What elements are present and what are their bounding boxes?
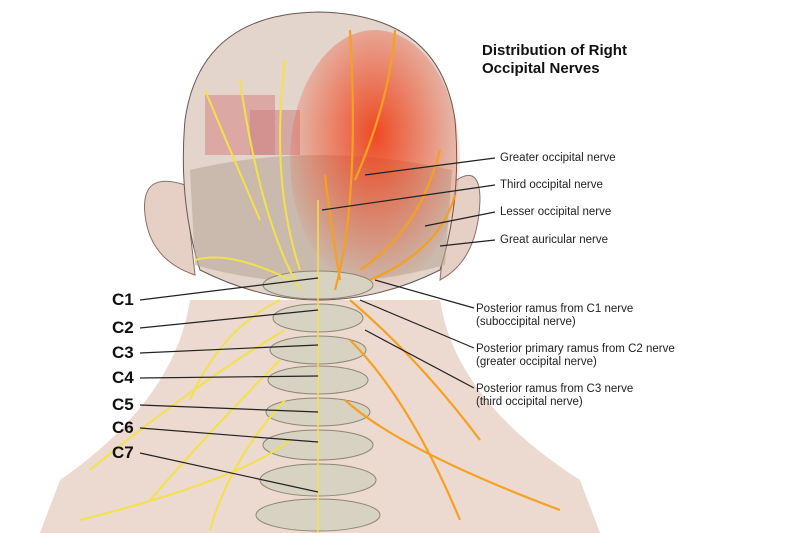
label-c1: C1 [112, 290, 134, 309]
leader-lines [139, 157, 496, 493]
title-line1: Distribution of Right [482, 42, 627, 59]
c1-ramus-line1: Posterior ramus from C1 nerve [476, 303, 634, 315]
c2-ramus-line1: Posterior primary ramus from C2 nerve [476, 343, 675, 355]
label-c6: C6 [112, 418, 134, 437]
c3-ramus-line2: (third occipital nerve) [476, 396, 583, 408]
label-c2-ramus: Posterior primary ramus from C2 nerve (g… [476, 343, 675, 369]
right-nerves [323, 29, 561, 521]
label-c3-ramus: Posterior ramus from C3 nerve (third occ… [476, 383, 633, 409]
c1-ramus-line2: (suboccipital nerve) [476, 316, 576, 328]
label-c2: C2 [112, 318, 134, 337]
label-c5: C5 [112, 395, 134, 414]
label-c4: C4 [112, 368, 134, 387]
label-third-occipital: Third occipital nerve [500, 179, 603, 191]
label-c7: C7 [112, 443, 134, 462]
diagram-title: Distribution of Right Occipital Nerves [482, 42, 627, 78]
label-great-auricular: Great auricular nerve [500, 234, 609, 246]
left-ear [144, 180, 196, 276]
label-greater-occipital: Greater occipital nerve [500, 152, 616, 164]
label-c3: C3 [112, 343, 134, 362]
label-lesser-occipital: Lesser occipital nerve [500, 206, 612, 218]
left-nerves [79, 59, 301, 531]
c2-ramus-line2: (greater occipital nerve) [476, 356, 597, 368]
label-c1-ramus: Posterior ramus from C1 nerve (suboccipi… [476, 303, 633, 329]
c3-ramus-line1: Posterior ramus from C3 nerve [476, 383, 634, 395]
title-line2: Occipital Nerves [482, 60, 600, 77]
